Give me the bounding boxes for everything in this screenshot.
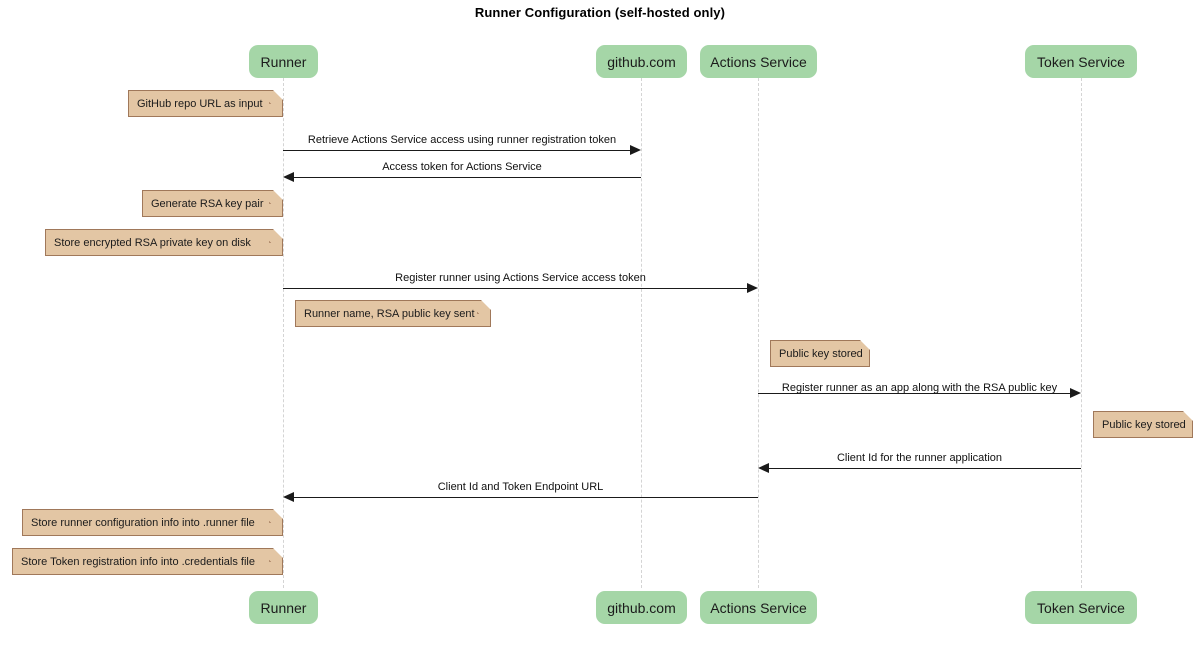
note-text: Store encrypted RSA private key on disk — [54, 236, 251, 249]
message-label-access-token: Access token for Actions Service — [382, 161, 542, 173]
participant-label: Runner — [260, 599, 307, 616]
message-label-client-id-token-endpoint: Client Id and Token Endpoint URL — [437, 481, 604, 493]
note-fold-edge-icon — [269, 90, 283, 104]
note-runner-name-public-key: Runner name, RSA public key sent — [295, 300, 491, 327]
participant-label: Token Service — [1037, 599, 1125, 616]
message-line-register-runner — [283, 288, 747, 289]
message-arrowhead-register-runner — [747, 283, 758, 293]
message-line-client-id — [769, 468, 1081, 469]
note-text: Store Token registration info into .cred… — [21, 555, 255, 568]
message-line-register-app — [758, 393, 1070, 394]
message-line-retrieve-access — [283, 150, 630, 151]
lifeline-github — [641, 78, 642, 588]
note-store-token-registration: Store Token registration info into .cred… — [12, 548, 283, 575]
participant-actions-bottom[interactable]: Actions Service — [700, 591, 817, 624]
note-fold-edge-icon — [269, 190, 283, 204]
note-text: Public key stored — [1102, 418, 1186, 431]
note-generate-rsa-key-pair: Generate RSA key pair — [142, 190, 283, 217]
message-label-register-app: Register runner as an app along with the… — [781, 382, 1058, 394]
message-label-retrieve-access: Retrieve Actions Service access using ru… — [307, 134, 617, 146]
lifeline-actions — [758, 78, 759, 588]
lifeline-runner — [283, 78, 284, 588]
note-text: Generate RSA key pair — [151, 197, 264, 210]
participant-runner-bottom[interactable]: Runner — [249, 591, 318, 624]
note-store-encrypted-private-key: Store encrypted RSA private key on disk — [45, 229, 283, 256]
note-text: Store runner configuration info into .ru… — [31, 516, 255, 529]
participant-actions-top[interactable]: Actions Service — [700, 45, 817, 78]
note-fold-edge-icon — [477, 300, 491, 314]
page-title: Runner Configuration (self-hosted only) — [474, 5, 726, 20]
message-arrowhead-client-id-token-endpoint — [283, 492, 294, 502]
participant-token-top[interactable]: Token Service — [1025, 45, 1137, 78]
message-arrowhead-retrieve-access — [630, 145, 641, 155]
note-fold-edge-icon — [269, 548, 283, 562]
participant-label: github.com — [607, 599, 676, 616]
message-label-client-id: Client Id for the runner application — [836, 452, 1003, 464]
participant-label: Runner — [260, 53, 307, 70]
participant-label: Token Service — [1037, 53, 1125, 70]
message-line-access-token — [294, 177, 641, 178]
note-fold-edge-icon — [269, 229, 283, 243]
participant-label: Actions Service — [710, 599, 807, 616]
participant-token-bottom[interactable]: Token Service — [1025, 591, 1137, 624]
participant-github-top[interactable]: github.com — [596, 45, 687, 78]
participant-label: github.com — [607, 53, 676, 70]
note-public-key-stored-token: Public key stored — [1093, 411, 1193, 438]
note-text: Runner name, RSA public key sent — [304, 307, 475, 320]
note-fold-edge-icon — [1179, 411, 1193, 425]
message-arrowhead-client-id — [758, 463, 769, 473]
note-public-key-stored-actions: Public key stored — [770, 340, 870, 367]
lifeline-token — [1081, 78, 1082, 588]
message-arrowhead-register-app — [1070, 388, 1081, 398]
note-fold-edge-icon — [269, 509, 283, 523]
note-fold-edge-icon — [856, 340, 870, 354]
message-arrowhead-access-token — [283, 172, 294, 182]
participant-runner-top[interactable]: Runner — [249, 45, 318, 78]
note-text: Public key stored — [779, 347, 863, 360]
note-store-runner-config: Store runner configuration info into .ru… — [22, 509, 283, 536]
note-text: GitHub repo URL as input — [137, 97, 263, 110]
message-label-register-runner: Register runner using Actions Service ac… — [395, 272, 646, 284]
note-github-repo-url: GitHub repo URL as input — [128, 90, 283, 117]
participant-github-bottom[interactable]: github.com — [596, 591, 687, 624]
message-line-client-id-token-endpoint — [294, 497, 758, 498]
participant-label: Actions Service — [710, 53, 807, 70]
